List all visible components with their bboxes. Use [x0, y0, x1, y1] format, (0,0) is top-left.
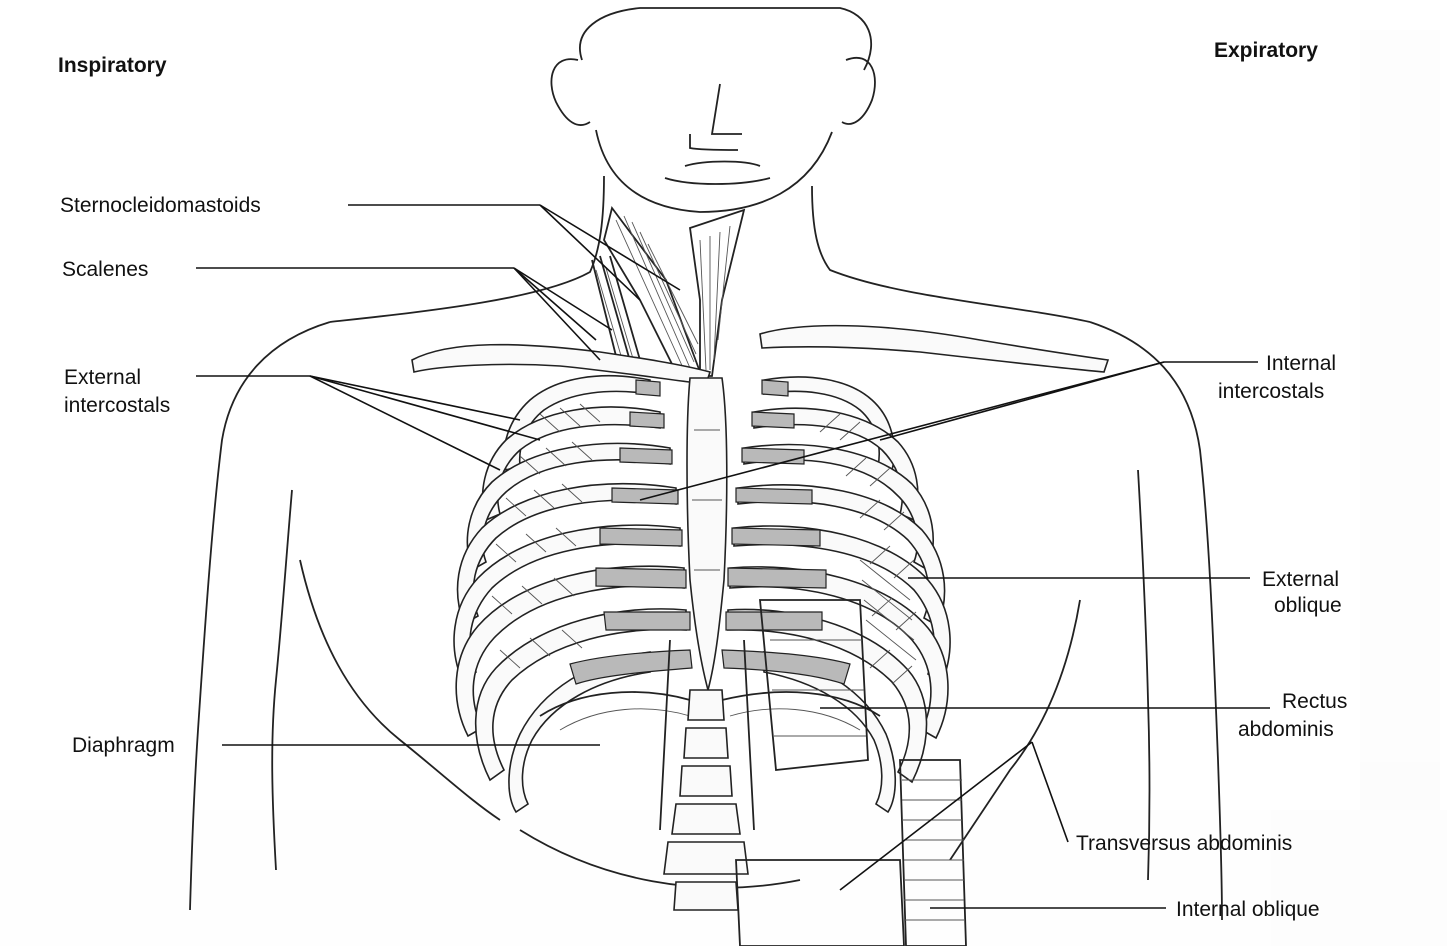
- label-external-intercostals-line2: intercostals: [64, 394, 170, 417]
- label-rectus-abdominis-line1: Rectus: [1282, 690, 1347, 713]
- label-external-oblique-line1: External: [1262, 568, 1339, 591]
- label-external-intercostals-line1: External: [64, 366, 141, 389]
- label-scalenes: Scalenes: [62, 258, 148, 281]
- label-internal-oblique: Internal oblique: [1176, 898, 1320, 921]
- label-internal-intercostals-line1: Internal: [1266, 352, 1336, 375]
- neck-muscles: [592, 208, 744, 376]
- label-sternocleidomastoids: Sternocleidomastoids: [60, 194, 261, 217]
- label-external-oblique-line2: oblique: [1274, 594, 1342, 617]
- label-transversus-abdominis: Transversus abdominis: [1076, 832, 1292, 855]
- leader-external-intercostals: [196, 376, 540, 470]
- expiratory-header: Expiratory: [1214, 39, 1318, 62]
- leader-sternocleidomastoids: [348, 205, 680, 300]
- leader-internal-intercostals: [640, 362, 1258, 500]
- label-internal-intercostals-line2: intercostals: [1218, 380, 1324, 403]
- clavicles: [412, 326, 1108, 384]
- label-diaphragm: Diaphragm: [72, 734, 175, 757]
- inspiratory-header: Inspiratory: [58, 54, 167, 77]
- label-rectus-abdominis-line2: abdominis: [1238, 718, 1334, 741]
